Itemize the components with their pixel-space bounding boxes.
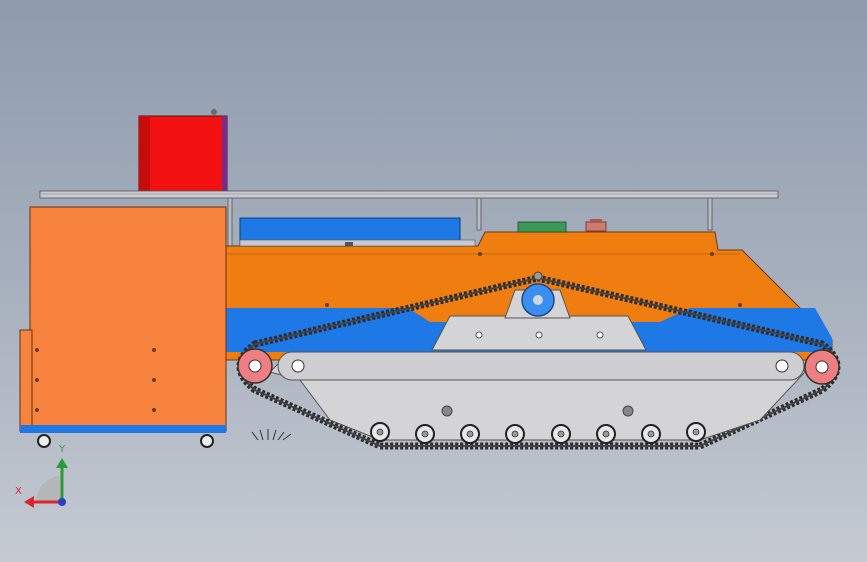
blue-electronics-box <box>239 217 476 247</box>
front-casters <box>37 429 292 448</box>
top-idler <box>504 271 571 319</box>
track-chassis <box>269 315 806 441</box>
axis-y-label: Y <box>59 444 66 455</box>
coordinate-triad-icon[interactable] <box>24 458 68 508</box>
end-sprockets <box>237 348 840 385</box>
top-components <box>517 219 607 233</box>
red-tank <box>138 109 228 193</box>
axis-x-label: X <box>15 486 22 497</box>
left-cabinet <box>19 206 742 433</box>
top-deck-plate <box>39 190 779 199</box>
road-wheel-hubs <box>376 428 700 438</box>
